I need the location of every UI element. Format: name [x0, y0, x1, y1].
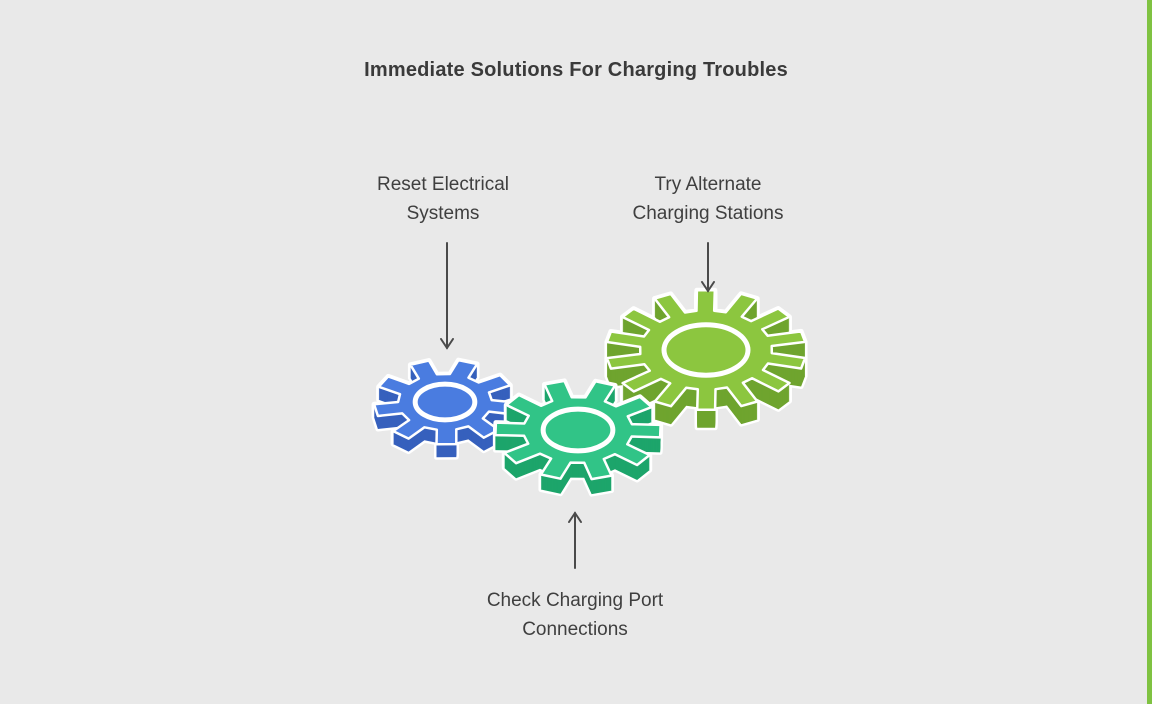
label-reset-electrical-systems: Reset Electrical Systems: [377, 174, 509, 224]
page-title: Immediate Solutions For Charging Trouble…: [364, 59, 788, 81]
arrow-try: [701, 242, 715, 293]
teal-gear: [492, 378, 664, 497]
arrow-check: [568, 511, 582, 569]
right-edge-accent: [1147, 0, 1152, 704]
green-gear: [604, 287, 808, 431]
blue-gear: [371, 357, 519, 460]
label-try-alternate-charging-stations: Try Alternate Charging Stations: [632, 174, 784, 224]
label-check-charging-port-connections: Check Charging Port Connections: [486, 590, 664, 640]
arrow-reset: [440, 242, 454, 350]
